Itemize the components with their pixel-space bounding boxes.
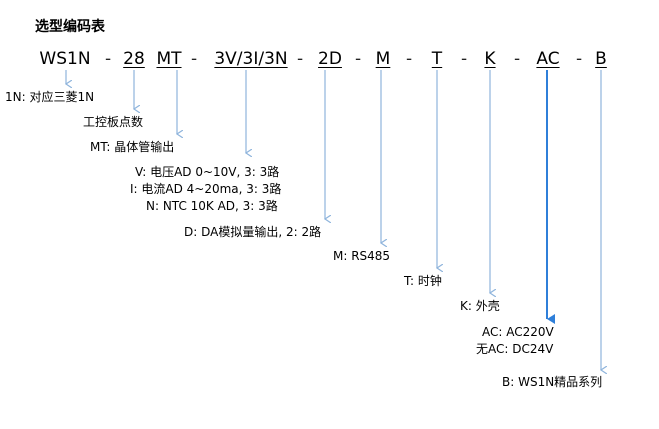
code-segment-points: 28 <box>123 49 145 69</box>
separator: - <box>297 49 304 69</box>
label-points: 工控板点数 <box>83 115 144 129</box>
separator: - <box>355 49 362 69</box>
code-segment-da: 2D <box>318 49 342 69</box>
code-segment-case: K <box>484 49 496 69</box>
code-segment-ac: AC <box>536 49 560 69</box>
separator: - <box>514 49 521 69</box>
code-segment-rs485: M <box>375 49 391 69</box>
separator: - <box>105 49 112 69</box>
label-ntc: N: NTC 10K AD, 3: 3路 <box>146 199 278 213</box>
page-title: 选型编码表 <box>35 19 105 35</box>
code-segment-mt: MT <box>156 49 182 69</box>
label-mt: MT: 晶体管输出 <box>90 140 175 154</box>
label-series: B: WS1N精品系列 <box>502 375 603 389</box>
separator: - <box>461 49 468 69</box>
code-segment-analog-input: 3V/3I/3N <box>214 49 288 69</box>
code-segment-series: B <box>595 49 607 69</box>
label-ws1n: 1N: 对应三菱1N <box>5 90 95 104</box>
separator: - <box>406 49 413 69</box>
code-segment-ws1n: WS1N <box>39 49 91 69</box>
code-segment-clock: T <box>431 49 443 69</box>
label-case: K: 外壳 <box>460 299 500 313</box>
label-current: I: 电流AD 4~20ma, 3: 3路 <box>130 182 282 196</box>
separator: - <box>191 49 198 69</box>
label-rs485: M: RS485 <box>333 249 391 263</box>
label-clock: T: 时钟 <box>404 274 442 288</box>
separator: - <box>576 49 583 69</box>
label-dc: 无AC: DC24V <box>476 342 554 356</box>
label-voltage: V: 电压AD 0~10V, 3: 3路 <box>135 165 280 179</box>
label-da: D: DA模拟量输出, 2: 2路 <box>184 225 322 239</box>
label-ac: AC: AC220V <box>482 325 554 339</box>
